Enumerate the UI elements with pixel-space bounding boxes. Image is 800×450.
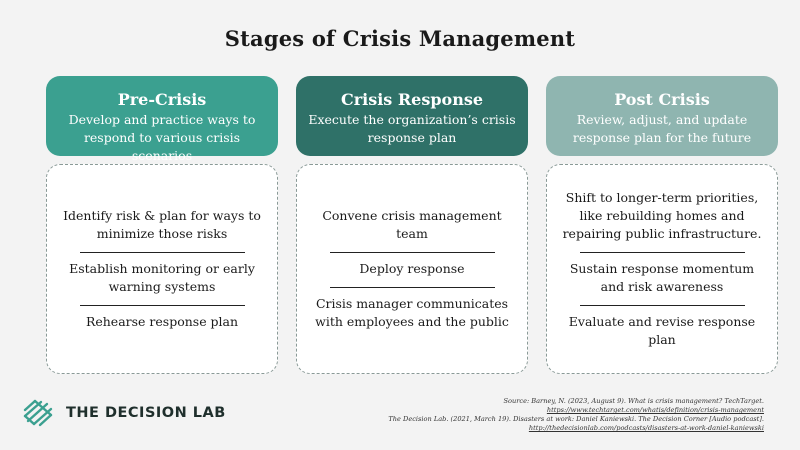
stage-description: Review, adjust, and update response plan… — [572, 112, 752, 145]
citation-link[interactable]: http://thedecisionlab.com/podcasts/disas… — [528, 424, 764, 432]
stage-post-crisis: Post Crisis Review, adjust, and update r… — [546, 76, 778, 374]
stage-actions-box: Shift to longer-term priorities, like re… — [546, 164, 778, 374]
stage-crisis-response: Crisis Response Execute the organization… — [296, 76, 528, 374]
source-citations: Source: Barney, N. (2023, August 9). Wha… — [388, 397, 764, 433]
page-title: Stages of Crisis Management — [224, 26, 576, 51]
action-item: Deploy response — [359, 261, 465, 276]
stage-header: Post Crisis Review, adjust, and update r… — [546, 76, 778, 156]
divider — [79, 305, 245, 306]
action-item: Shift to longer-term priorities, like re… — [562, 190, 762, 241]
divider — [329, 252, 495, 253]
action-item: Evaluate and revise response plan — [568, 314, 756, 347]
stage-header: Pre-Crisis Develop and practice ways to … — [46, 76, 278, 163]
logo-text: THE DECISION LAB — [66, 405, 226, 421]
citation-link[interactable]: https://www.techtarget.com/whatis/defini… — [546, 406, 764, 414]
divider — [579, 305, 745, 306]
divider — [579, 252, 745, 253]
citation-text: Source: Barney, N. (2023, August 9). Wha… — [503, 397, 764, 405]
stage-title: Pre-Crisis — [117, 90, 207, 109]
brand-logo: THE DECISION LAB — [22, 398, 226, 428]
stage-actions-box: Convene crisis management team Deploy re… — [296, 164, 528, 374]
citation-text: The Decision Lab. (2021, March 19). Disa… — [388, 415, 764, 423]
stage-title: Post Crisis — [614, 90, 710, 109]
divider — [79, 252, 245, 253]
decision-lab-logo-icon — [23, 399, 53, 427]
stage-title: Crisis Response — [340, 90, 484, 109]
stage-pre-crisis: Pre-Crisis Develop and practice ways to … — [46, 76, 278, 374]
stage-description: Develop and practice ways to respond to … — [68, 112, 256, 163]
stage-description: Execute the organization’s crisis respon… — [308, 112, 516, 145]
action-item: Convene crisis management team — [322, 208, 502, 241]
action-item: Sustain response momentum and risk aware… — [569, 261, 755, 294]
action-item: Establish monitoring or early warning sy… — [69, 261, 255, 294]
stage-header: Crisis Response Execute the organization… — [296, 76, 528, 156]
stage-actions-box: Identify risk & plan for ways to minimiz… — [46, 164, 278, 374]
divider — [329, 287, 495, 288]
action-item: Crisis manager communicates with employe… — [315, 296, 509, 329]
action-item: Rehearse response plan — [85, 314, 239, 329]
action-item: Identify risk & plan for ways to minimiz… — [63, 208, 261, 241]
